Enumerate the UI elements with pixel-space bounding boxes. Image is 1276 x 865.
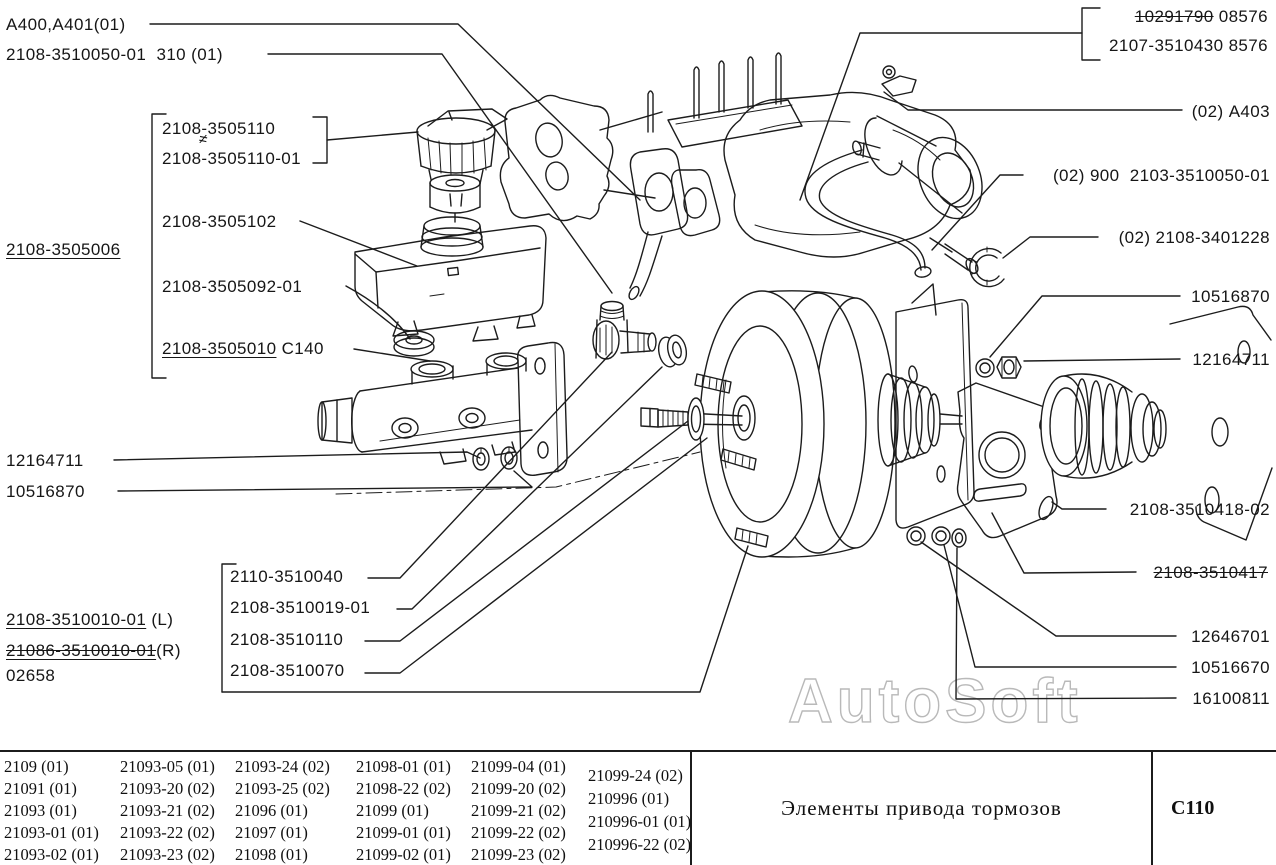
model-cell: 21099-02 (01): [356, 845, 451, 864]
callout-superseded-code: 08576: [1213, 7, 1268, 26]
callout-cylinder-left-number: 2108-3510010-01: [6, 610, 147, 629]
model-cell: 21098-01 (01): [356, 757, 451, 776]
callout-bracket-417: 2108-3510417: [1153, 563, 1268, 582]
callout-cylinder-right: 21086-3510010-01(R): [6, 641, 181, 661]
model-cell: 21093-01 (01): [4, 823, 99, 842]
model-cell: 210996 (01): [588, 789, 670, 808]
model-cell: 21093-20 (02): [120, 779, 215, 798]
callout-fastener-10516670: 10516670: [1191, 658, 1270, 677]
callout-nut-right: 12164711: [1192, 350, 1270, 369]
table-divider-models: [690, 750, 692, 865]
callout-cap-01: 2108-3505110-01: [162, 149, 301, 168]
retaining-clip-drawing: [969, 246, 1005, 288]
model-cell: 21091 (01): [4, 779, 77, 798]
callout-union: 2110-3510040: [230, 567, 344, 586]
callout-tank-number: 2108-3505010: [162, 339, 277, 358]
model-cell: 21093-02 (01): [4, 845, 99, 864]
tee-union-drawing: [592, 300, 688, 368]
callout-reservoir-assy: 2108-3505006: [6, 240, 121, 259]
callout-hose-310: 2108-3510050-01 310 (01): [6, 45, 223, 64]
model-cell: 21099 (01): [356, 801, 429, 820]
mounting-plate-drawing: [895, 283, 1059, 539]
callout-code-02658: 02658: [6, 666, 56, 685]
leader-lines: [113, 23, 1183, 700]
model-cell: 21099-24 (02): [588, 766, 683, 785]
model-cell: 21093-21 (02): [120, 801, 215, 820]
model-cell: 21099-20 (02): [471, 779, 566, 798]
callout-fastener-12646701: 12646701: [1191, 627, 1270, 646]
model-cell: 21099-22 (02): [471, 823, 566, 842]
callout-cylinder-right-suffix: (R): [156, 641, 181, 660]
model-cell: 21098 (01): [235, 845, 308, 864]
callout-washer-right: 10516870: [1191, 287, 1270, 306]
model-cell: 21093-25 (02): [235, 779, 330, 798]
callout-superseded: 10291790 08576: [1135, 7, 1268, 27]
model-cell: 21096 (01): [235, 801, 308, 820]
model-cell: 21099-04 (01): [471, 757, 566, 776]
grouping-brackets: [151, 7, 1101, 693]
callout-canister: (02) 900 2103-3510050-01: [1053, 166, 1270, 185]
model-cell: 210996-01 (01): [588, 812, 692, 831]
callout-grommet: 2108-3510019-01: [230, 598, 371, 617]
pedal-bracket-drawing: [1169, 305, 1273, 541]
model-cell: 21097 (01): [235, 823, 308, 842]
vacuum-hose-drawing: [628, 149, 932, 301]
callout-clamps: А400,А401(01): [6, 15, 126, 34]
callout-a403: (02) А403: [1191, 102, 1270, 121]
callout-cylinder-left-suffix: (L): [146, 610, 174, 629]
callout-cylinder-left: 2108-3510010-01 (L): [6, 610, 173, 630]
reservoir-cap-drawing: [416, 108, 508, 223]
callout-nut-left: 12164711: [6, 451, 84, 470]
model-cell: 21093-22 (02): [120, 823, 215, 842]
callout-tank: 2108-3505010 С140: [162, 339, 324, 359]
table-top-border: [0, 750, 1276, 752]
model-cell: 21093 (01): [4, 801, 77, 820]
fasteners-drawing: [906, 356, 1022, 548]
callout-rod: 2108-3510070: [230, 661, 345, 680]
watermark: AutoSoft: [788, 667, 1082, 736]
vacuum-canister-drawing: [852, 65, 983, 220]
sheet-code: С110: [1171, 797, 1215, 819]
callout-rod-washer: 2108-3510110: [230, 630, 344, 649]
master-cylinder-drawing: [317, 330, 568, 476]
model-cell: 2109 (01): [4, 757, 69, 776]
callout-cylinder-right-number: 21086-3510010-01: [6, 641, 157, 660]
callout-seal-ring: 2108-3505092-01: [162, 277, 303, 296]
model-cell: 210996-22 (02): [588, 835, 692, 854]
model-cell: 21099-23 (02): [471, 845, 566, 864]
callout-clip: (02) 2108-3401228: [1118, 228, 1270, 247]
sheet-caption: Элементы привода тормозов: [781, 796, 1062, 820]
callout-washer-left: 10516870: [6, 482, 85, 501]
model-cell: 21098-22 (02): [356, 779, 451, 798]
model-cell: 21099-01 (01): [356, 823, 451, 842]
model-cell: 21093-24 (02): [235, 757, 330, 776]
model-cell: 21093-23 (02): [120, 845, 215, 864]
model-cell: 21099-21 (02): [471, 801, 566, 820]
vacuum-booster-drawing: [694, 290, 963, 558]
callout-tank-suffix: С140: [276, 339, 324, 358]
callout-float: 2108-3505102: [162, 212, 277, 231]
callout-cap: 2108-3505110: [162, 119, 276, 138]
callout-superseded-number: 10291790: [1134, 7, 1214, 26]
callout-bracket-418: 2108-3510418-02: [1129, 500, 1270, 519]
table-divider-code: [1151, 750, 1153, 865]
callout-fastener-16100811: 16100811: [1192, 689, 1270, 708]
fluid-reservoir-drawing: [354, 216, 547, 342]
model-cell: 21093-05 (01): [120, 757, 215, 776]
pushrod-drawing: [640, 397, 743, 441]
rubber-boot-drawing: [1040, 373, 1167, 479]
callout-check-valve: 2107-3510430 8576: [1108, 36, 1268, 55]
